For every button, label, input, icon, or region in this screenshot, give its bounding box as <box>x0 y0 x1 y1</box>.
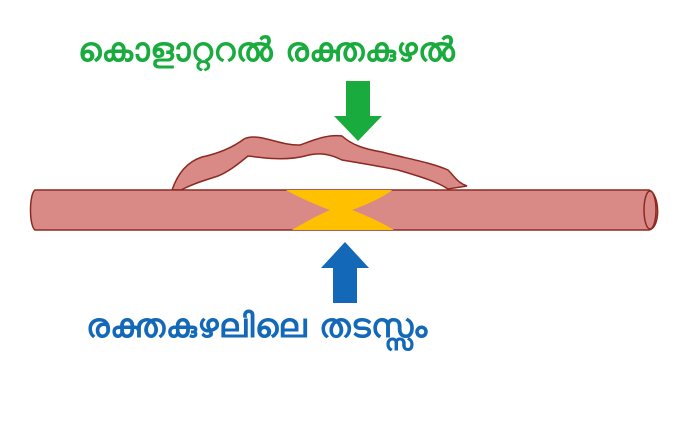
up-arrow-icon <box>321 242 369 303</box>
blockage-plaque <box>286 190 394 230</box>
down-arrow-icon <box>334 81 382 141</box>
blockage-label: രക്തകുഴലിലെ തടസ്സം <box>86 306 428 345</box>
collateral-vessel <box>170 134 468 191</box>
collateral-vessel-label: കൊളാറ്ററൽ രക്തകുഴൽ <box>78 30 456 69</box>
artery-end-opening <box>643 190 657 230</box>
